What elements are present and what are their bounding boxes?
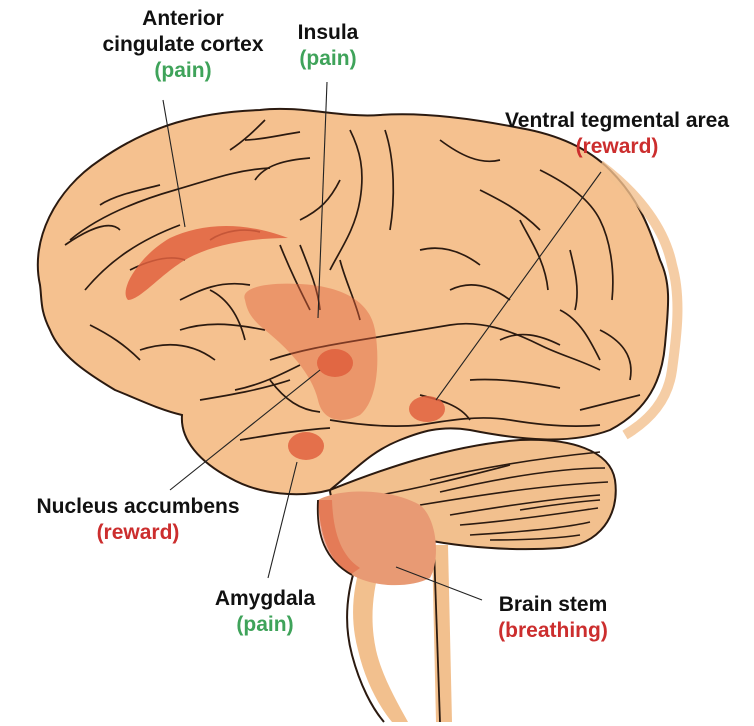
label-name: Ventral tegmental area [504, 109, 730, 132]
region-anterior-cingulate [125, 225, 288, 300]
cerebrum [36, 107, 683, 496]
label-function: (breathing) [498, 619, 608, 642]
region-insula [244, 283, 378, 420]
label-name: Brain stem [498, 593, 608, 616]
label-anterior-cingulate-cortex: Anterior cingulate cortex (pain) [98, 6, 268, 84]
leader-line-vta [435, 171, 602, 401]
brain-stem-region [316, 491, 436, 586]
label-insula: Insula (pain) [278, 20, 378, 72]
label-name: Anterior [142, 7, 224, 30]
label-function: (pain) [154, 59, 212, 82]
spinal-cord [346, 545, 452, 723]
region-nucleus-accumbens [317, 349, 353, 377]
leader-line-nacc [169, 369, 321, 491]
region-ventral-tegmental [409, 396, 445, 422]
label-function: (reward) [96, 521, 180, 544]
label-amygdala: Amygdala (pain) [200, 586, 330, 638]
label-name: cingulate cortex [102, 33, 264, 56]
highlighted-regions [125, 225, 445, 460]
label-nucleus-accumbens: Nucleus accumbens (reward) [8, 494, 268, 546]
leader-lines [162, 81, 602, 601]
label-function: (pain) [236, 613, 294, 636]
label-brain-stem: Brain stem (breathing) [478, 592, 628, 644]
leader-line-brainstem [395, 566, 483, 601]
label-name: Nucleus accumbens [36, 495, 240, 518]
label-name: Amygdala [214, 587, 316, 610]
region-amygdala [288, 432, 324, 460]
leader-line-insula [317, 81, 328, 319]
label-function: (pain) [299, 47, 357, 70]
leader-line-acc [162, 99, 186, 228]
label-ventral-tegmental-area: Ventral tegmental area (reward) [480, 108, 754, 160]
label-function: (reward) [575, 135, 659, 158]
leader-line-amygdala [267, 461, 298, 579]
label-name: Insula [297, 21, 359, 44]
